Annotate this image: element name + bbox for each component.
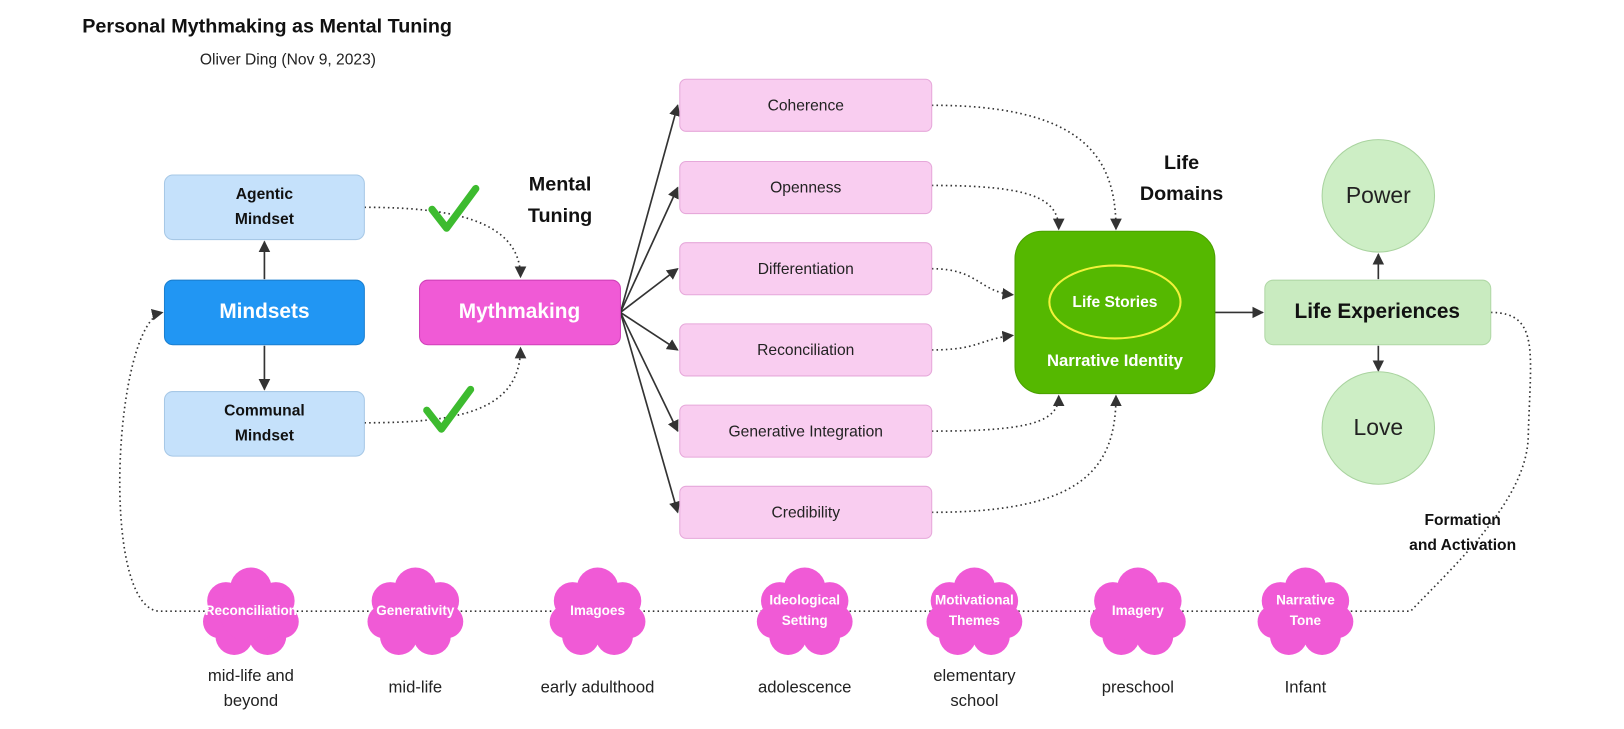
reconciliation-to-identity	[931, 330, 1015, 351]
tuning-box-coherence	[679, 78, 933, 132]
power-circle	[1321, 139, 1436, 253]
tuning-label: Differentiation	[758, 261, 854, 278]
stage-label: adolescence	[758, 678, 851, 697]
tuning-label: Reconciliation	[757, 342, 854, 359]
arrow-to-credibility	[619, 312, 681, 514]
stage-cloud	[1257, 567, 1354, 655]
stage-label: mid-life and	[208, 666, 294, 685]
tuning-box-generative-integration	[679, 404, 933, 458]
power-label: Power	[1346, 182, 1411, 208]
mythmaking-label: Mythmaking	[459, 300, 580, 323]
stage-label: beyond	[224, 691, 279, 710]
openness-to-identity	[931, 184, 1065, 231]
cloud-label: Imagoes	[570, 603, 625, 618]
cloud-label: Generativity	[376, 603, 455, 618]
stage-label: school	[950, 691, 998, 710]
tuning-box-credibility	[679, 485, 933, 539]
tuning-box-differentiation	[679, 242, 933, 296]
communal-mindset-box	[163, 391, 365, 457]
life-experiences-label: Life Experiences	[1295, 300, 1460, 323]
formation-label: Formation	[1424, 512, 1500, 529]
narrative-identity-box	[1014, 230, 1216, 395]
life-domains-label: Life	[1164, 152, 1199, 174]
stage-label: preschool	[1102, 678, 1174, 697]
tuning-label: Credibility	[771, 504, 840, 521]
tuning-label: Generative Integration	[729, 423, 883, 440]
arrow-to-openness	[619, 186, 679, 313]
communal-mindset-label: Mindset	[235, 427, 294, 444]
stage-cloud	[1089, 567, 1186, 655]
arrow-to-generative-integration	[619, 312, 679, 433]
cloud-label: Motivational	[935, 592, 1014, 607]
stage-cloud	[367, 567, 464, 655]
stage-cloud	[203, 567, 299, 655]
formation-loop-line	[118, 309, 1532, 613]
cloud-label: Ideological	[769, 592, 840, 607]
mythmaking-box	[419, 279, 621, 346]
mindsets-box	[163, 279, 365, 346]
tuning-box-reconciliation	[679, 323, 933, 377]
page-title: Personal Mythmaking as Mental Tuning	[82, 15, 452, 37]
agentic-mindset-label: Mindset	[235, 211, 294, 228]
cloud-label: Reconciliation	[205, 603, 297, 618]
communal-mindset-label: Communal	[224, 402, 305, 419]
tuning-label: Coherence	[768, 97, 844, 114]
mental-tuning-label: Tuning	[528, 205, 592, 227]
agentic-mindset-label: Agentic	[236, 186, 294, 203]
checkmark-icon	[423, 385, 475, 433]
stage-label: elementary	[933, 666, 1016, 685]
generative-to-identity	[931, 394, 1065, 432]
narrative-identity-label: Narrative Identity	[1047, 351, 1184, 370]
differentiation-to-identity	[931, 267, 1015, 300]
tuning-label: Openness	[770, 180, 841, 197]
love-label: Love	[1353, 414, 1403, 440]
stage-cloud	[549, 567, 646, 655]
life-experiences-box	[1264, 279, 1492, 346]
stage-cloud	[756, 567, 853, 655]
cloud-label: Imagery	[1112, 603, 1164, 618]
stage-label: early adulthood	[541, 678, 655, 697]
tuning-box-openness	[679, 160, 933, 215]
stage-cloud	[926, 567, 1023, 655]
coherence-to-identity	[931, 104, 1122, 231]
cloud-label: Narrative	[1276, 592, 1335, 607]
agentic-mindset-box	[163, 174, 365, 241]
agentic-to-mythmaking	[364, 206, 527, 279]
subtitle: Oliver Ding (Nov 9, 2023)	[200, 52, 376, 69]
mindsets-label: Mindsets	[219, 300, 309, 323]
communal-to-mythmaking	[364, 346, 527, 424]
credibility-to-identity	[931, 394, 1122, 514]
checkmark-icon	[428, 184, 480, 232]
cloud-label: Setting	[782, 613, 828, 628]
cloud-label: Themes	[949, 613, 1000, 628]
life-stories-label: Life Stories	[1072, 294, 1157, 311]
life-domains-label: Domains	[1140, 183, 1223, 205]
love-circle	[1321, 371, 1436, 485]
arrow-to-coherence	[619, 104, 681, 313]
arrow-to-reconciliation	[619, 311, 679, 351]
cloud-label: Tone	[1290, 613, 1322, 628]
stage-label: Infant	[1285, 678, 1327, 697]
life-stories-ellipse	[1048, 264, 1182, 340]
arrow-to-differentiation	[619, 268, 679, 314]
mental-tuning-label: Mental	[529, 174, 592, 196]
formation-label: and Activation	[1409, 537, 1516, 554]
stage-label: mid-life	[389, 678, 443, 697]
